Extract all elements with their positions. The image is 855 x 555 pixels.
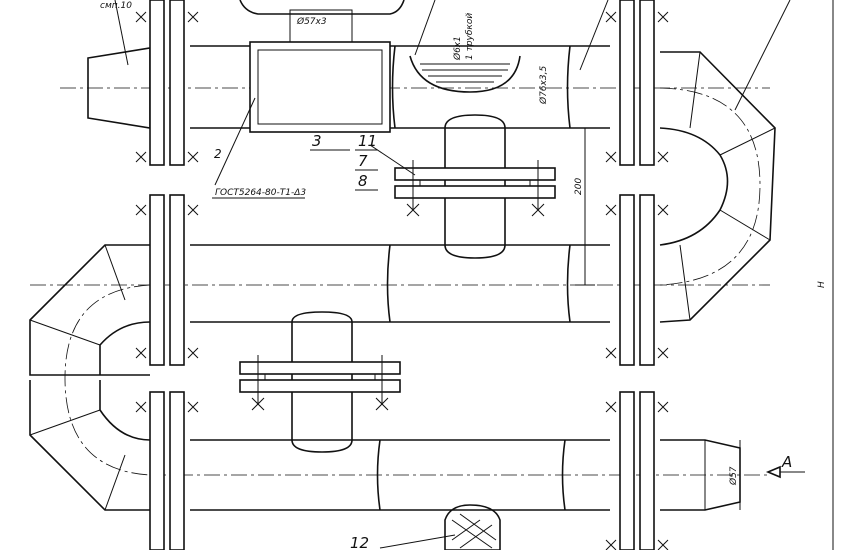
- dim-tube-note: 1 трубкой: [465, 13, 475, 60]
- view-a-label: A: [781, 453, 792, 471]
- middle-pipe: [30, 114, 770, 323]
- dim-6x1: Ø6x1: [452, 36, 463, 61]
- dim-h: H: [817, 281, 827, 288]
- top-right-elbow: [659, 0, 791, 323]
- dim-200: 200: [574, 178, 584, 195]
- bottom-pipe: [150, 311, 805, 551]
- position-2: 2: [214, 147, 222, 161]
- dim-57x3: Ø57x3: [296, 16, 327, 27]
- top-pipe: [60, 0, 770, 133]
- position-7: 7: [358, 152, 368, 170]
- position-8: 8: [358, 172, 368, 190]
- position-3: 3: [312, 132, 322, 150]
- position-12: 12: [350, 534, 369, 550]
- gost-note: ГОСТ5264-80-Т1-Δ3: [215, 188, 306, 198]
- dim-76x3: Ø76x3,5: [538, 66, 549, 105]
- flanges: [135, 0, 669, 551]
- dim-57: Ø57: [728, 466, 739, 486]
- position-11: 11: [358, 132, 377, 150]
- left-elbow: [29, 244, 151, 511]
- ref-label: смп.10: [100, 1, 132, 11]
